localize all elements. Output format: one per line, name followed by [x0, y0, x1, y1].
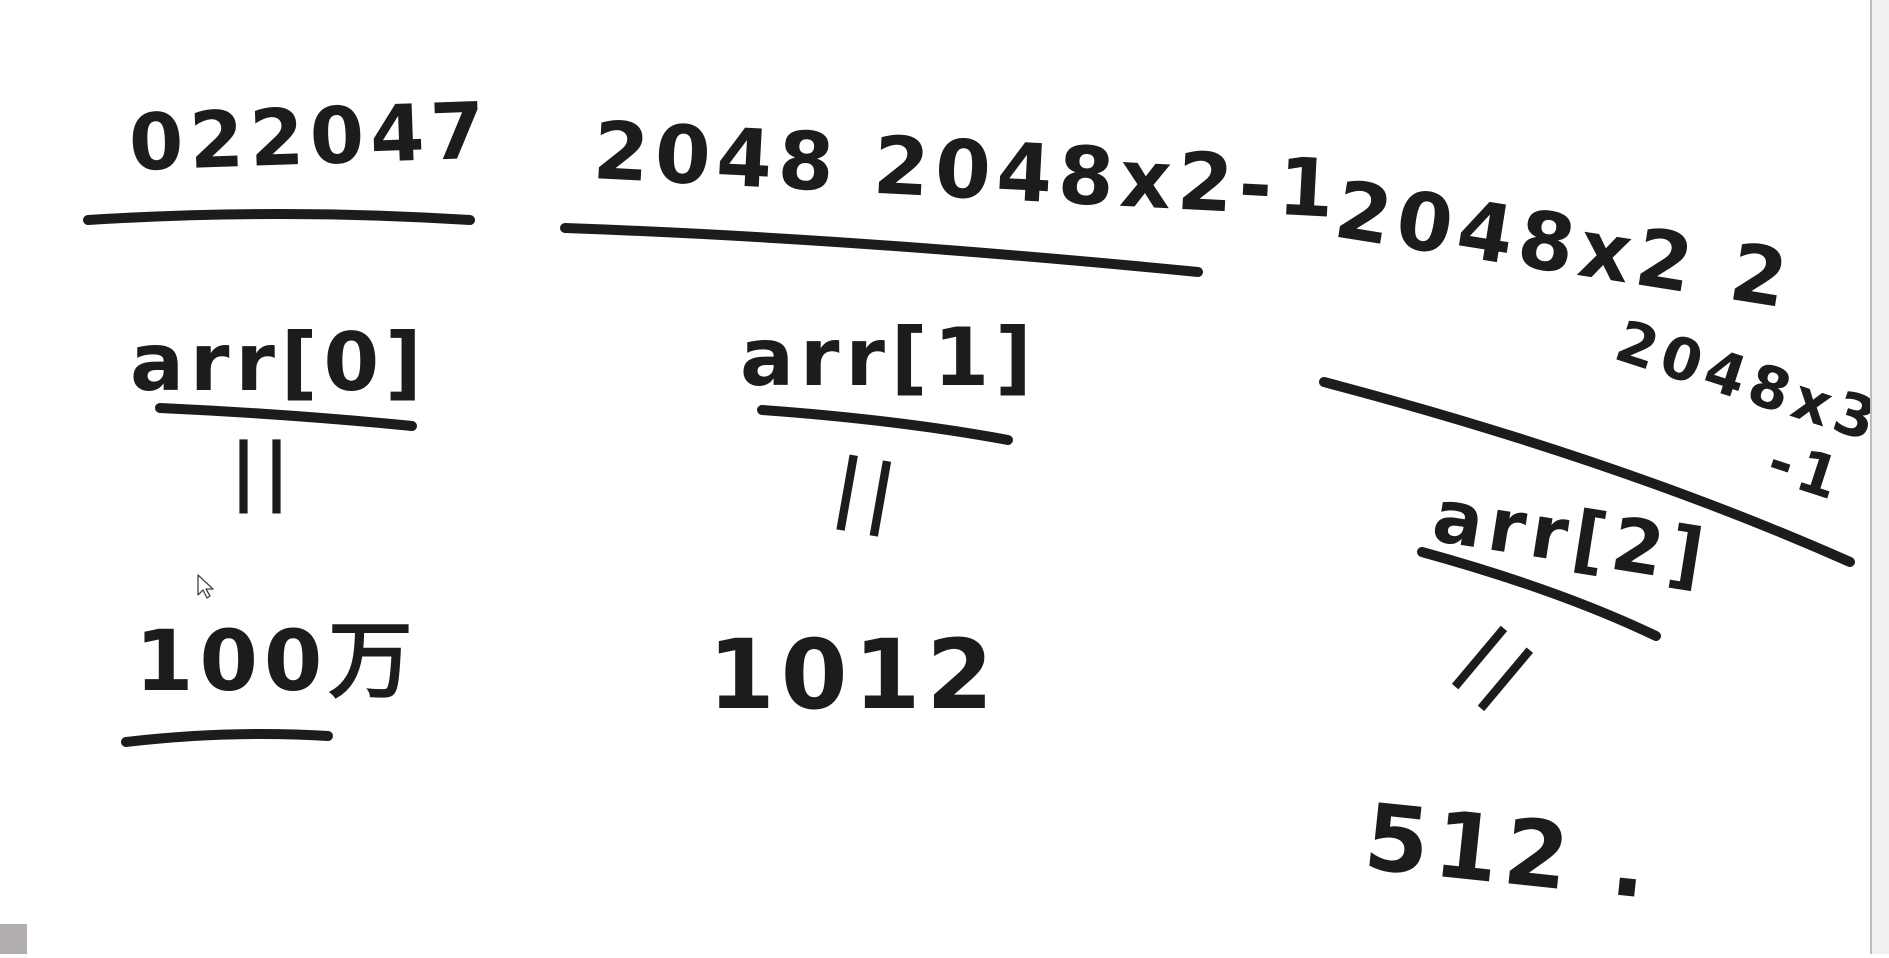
column-3-label-underline	[1417, 547, 1661, 641]
mouse-pointer-icon	[197, 574, 214, 599]
column-1-relation: ||	[230, 428, 296, 514]
column-2: 2048 2048x2-1 arr[1] || 1012	[560, 104, 1342, 731]
column-3-header-underline	[1319, 377, 1855, 567]
column-1-header-underline	[83, 209, 475, 225]
column-2-label-underline	[757, 405, 1013, 445]
column-2-label: arr[1]	[740, 311, 1038, 404]
canvas-edge-strip	[1870, 0, 1889, 954]
column-3: 2048x2 2 2048x3 -1 arr[2] || 512 .	[1319, 163, 1889, 920]
column-3-relation: ||	[1444, 610, 1554, 722]
column-2-header-underline	[560, 223, 1203, 277]
column-2-result: 1012	[708, 619, 999, 731]
column-3-header-line-2: 2048x3	[1608, 307, 1889, 457]
column-1-result-underline	[121, 729, 333, 747]
column-3-result: 512 .	[1360, 783, 1659, 920]
corner-tab[interactable]	[0, 924, 27, 954]
column-1-label-underline	[155, 403, 417, 431]
column-1-header: 022047	[128, 86, 493, 189]
column-1: 022047 arr[0] || 100万	[83, 86, 493, 747]
column-1-result: 100万	[135, 612, 418, 710]
column-1-label: arr[0]	[130, 316, 428, 409]
column-2-relation: ||	[827, 440, 909, 540]
column-2-header: 2048 2048x2-1	[591, 104, 1342, 236]
column-3-header-line-1: 2048x2 2	[1329, 163, 1799, 327]
